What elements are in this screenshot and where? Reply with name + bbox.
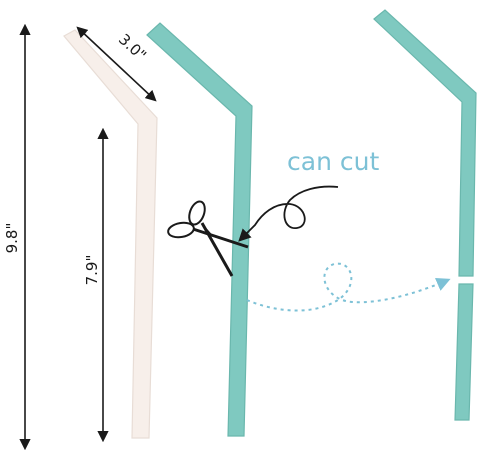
teal-straw-right-bottom xyxy=(454,283,474,421)
cut-caption: can cut xyxy=(287,147,379,176)
bend-length-label: 3.0" xyxy=(115,30,150,64)
teal-straw-right-top xyxy=(373,9,477,277)
scissors-icon xyxy=(167,200,249,277)
total-length-label: 9.8" xyxy=(3,223,21,254)
bend-length-arrow xyxy=(76,26,157,102)
straight-length-label: 7.9" xyxy=(83,255,101,286)
dashed-arrow-icon xyxy=(246,262,451,312)
white-straw xyxy=(63,29,158,439)
curly-arrow-icon xyxy=(238,185,339,242)
teal-straw-middle xyxy=(146,22,253,437)
